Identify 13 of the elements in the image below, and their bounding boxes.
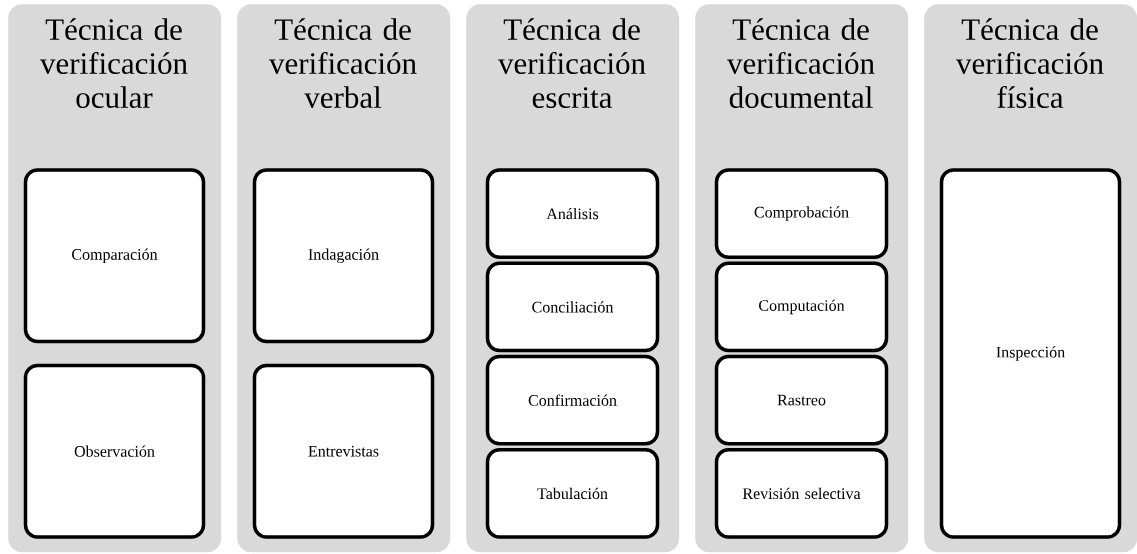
technique-box: Conciliación [485,261,660,353]
technique-box: Tabulación [485,448,660,539]
technique-box: Comparación [23,168,206,344]
technique-box: Inspección [939,168,1122,539]
technique-box: Observación [23,363,206,539]
technique-box: Entrevistas [252,363,435,539]
technique-box: Confirmación [485,354,660,446]
technique-box: Revisión selectiva [714,448,889,539]
technique-box: Indagación [252,168,435,344]
technique-box: Computación [714,261,889,353]
technique-box: Rastreo [714,354,889,446]
technique-box: Análisis [485,168,660,259]
technique-box: Comprobación [714,168,889,259]
